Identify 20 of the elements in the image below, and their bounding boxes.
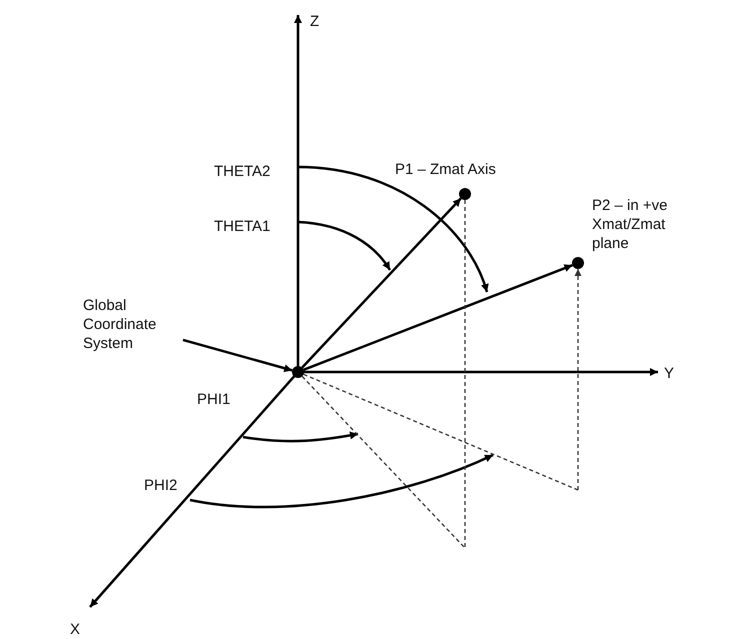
dashed-line xyxy=(464,200,466,548)
axis-label: Y xyxy=(664,364,674,383)
point-dot xyxy=(292,366,304,378)
angle-label: THETA1 xyxy=(214,217,270,236)
angle-label: PHI2 xyxy=(144,476,178,495)
angle-label: THETA2 xyxy=(214,162,270,181)
dashed-line xyxy=(302,376,466,548)
dashed-line xyxy=(303,374,578,491)
arrow xyxy=(182,338,293,372)
axis-label: Z xyxy=(310,12,320,31)
angle-label: PHI1 xyxy=(197,390,230,409)
node-text: Global Coordinate System xyxy=(83,296,158,353)
point-label: P2 – in +ve Xmat/Zmat plane xyxy=(592,196,668,253)
point-label: P1 – Zmat Axis xyxy=(395,160,496,179)
arrow xyxy=(301,198,462,368)
arrow xyxy=(303,264,573,371)
axis-label: X xyxy=(70,620,80,639)
point-dot xyxy=(572,257,584,269)
dashed-arrow xyxy=(574,269,582,490)
point-dot xyxy=(459,188,471,200)
